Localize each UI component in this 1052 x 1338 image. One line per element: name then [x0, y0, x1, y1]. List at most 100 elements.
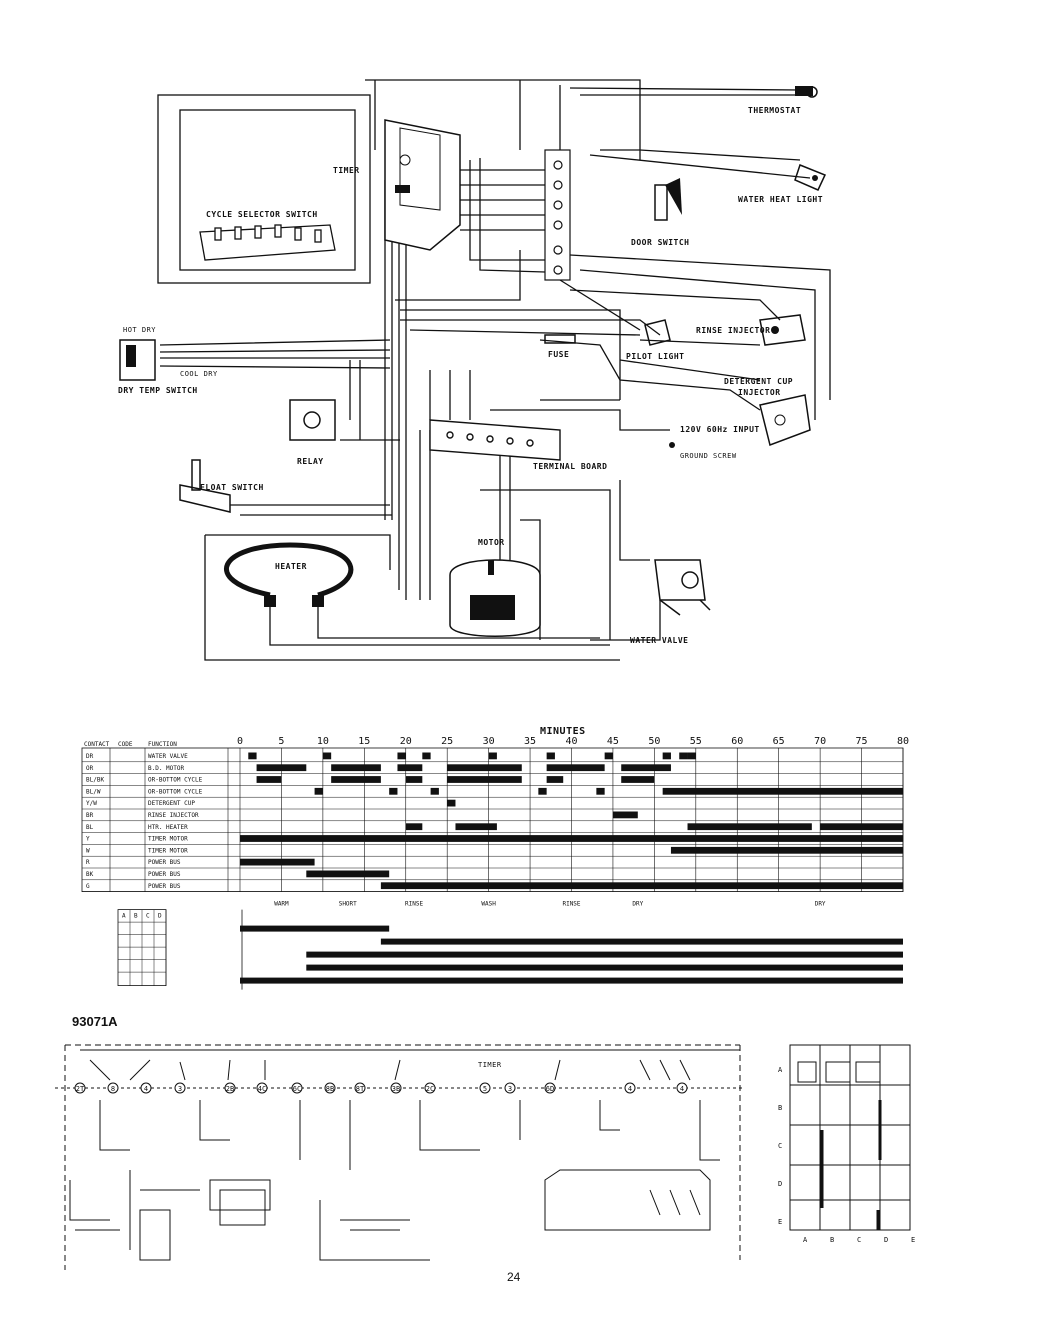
timing-bar [430, 787, 439, 795]
minute-tick-label: 15 [358, 736, 370, 747]
timing-header-cell: CODE [118, 741, 133, 748]
timing-bar [687, 752, 696, 760]
row-function-label: POWER BUS [148, 883, 181, 890]
relay-grid-col-label: D [884, 1236, 888, 1244]
schematic-node [224, 1082, 236, 1094]
cycle-name-label: SHORT [339, 901, 357, 908]
heater-label: HEATER [275, 562, 307, 571]
schematic-node [107, 1082, 119, 1094]
timing-header-cell: CONTACT [84, 741, 110, 748]
timing-bar [331, 764, 381, 772]
timing-bar [662, 787, 903, 795]
cycle-name-label: WASH [481, 901, 496, 908]
motor-component [449, 559, 541, 637]
relay-grid-row-label: E [778, 1218, 782, 1226]
schematic-node [479, 1082, 491, 1094]
schematic-node [174, 1082, 186, 1094]
timing-bar [405, 823, 423, 831]
cycle-selector-switch-component [199, 224, 336, 261]
row-code-label: BL/BK [86, 777, 104, 784]
cycle-table-header: C [146, 913, 150, 920]
minute-tick-label: 0 [237, 736, 243, 747]
relay-grid-row-label: D [778, 1180, 782, 1188]
minute-tick-label: 35 [524, 736, 536, 747]
minute-tick-label: 20 [400, 736, 412, 747]
row-function-label: B.D. MOTOR [148, 765, 185, 772]
timing-bar [621, 776, 655, 783]
row-code-label: R [86, 859, 90, 866]
timer-component [384, 119, 461, 251]
timing-bar [488, 752, 497, 760]
cycle-name-label: RINSE [405, 901, 423, 908]
timing-bar [397, 764, 423, 772]
cycle-name-label: DRY [632, 901, 643, 908]
row-function-label: WATER VALVE [148, 753, 188, 760]
timing-bar [612, 811, 638, 819]
row-code-label: BL/W [86, 788, 101, 795]
float-switch-component [179, 459, 231, 513]
timing-bar [596, 787, 605, 795]
minute-tick-label: 65 [773, 736, 785, 747]
detergent-injector-label: INJECTOR [738, 388, 781, 397]
cycle-bar [306, 951, 903, 958]
minute-tick-label: 75 [856, 736, 868, 747]
row-function-label: OR-BOTTOM CYCLE [148, 788, 203, 795]
timing-bar [248, 752, 257, 760]
schematic-node-label: 8T [356, 1085, 365, 1093]
schematic-node-label: 3 [178, 1085, 182, 1093]
water-valve-component [654, 559, 711, 616]
dry-temp-switch-label: DRY TEMP SWITCH [118, 386, 198, 395]
timing-bar [670, 846, 903, 854]
relay-label: RELAY [297, 457, 324, 466]
minute-tick-label: 30 [483, 736, 495, 747]
terminal-board-component [429, 419, 561, 461]
schematic-node [324, 1082, 336, 1094]
pilot-light-label: PILOT LIGHT [626, 352, 685, 361]
row-code-label: OR [86, 765, 94, 772]
relay-grid-col-label: B [830, 1236, 834, 1244]
water-heat-light-label: WATER HEAT LIGHT [738, 195, 824, 204]
timing-bar [256, 764, 307, 772]
ground-screw-label: GROUND SCREW [680, 452, 737, 460]
cycle-bar [240, 977, 903, 984]
minute-tick-label: 70 [814, 736, 826, 747]
relay-grid-row-label: B [778, 1104, 782, 1112]
schematic-node-label: 4C [258, 1085, 266, 1093]
timing-bar [546, 776, 564, 783]
relay-grid-col-label: E [911, 1236, 915, 1244]
hot-dry-label: HOT DRY [123, 326, 157, 334]
timing-bar [240, 858, 315, 866]
schematic-node [291, 1082, 303, 1094]
schematic-node [354, 1082, 366, 1094]
timing-bar [662, 752, 671, 760]
row-code-label: Y/W [86, 800, 97, 807]
timing-bar [405, 776, 423, 783]
schematic-node [676, 1082, 688, 1094]
timing-bar [447, 764, 522, 772]
schematic-node [424, 1082, 436, 1094]
timing-bar [306, 870, 390, 878]
timing-header-cell: FUNCTION [148, 741, 177, 748]
timing-bar [604, 752, 613, 760]
row-function-label: RINSE INJECTOR [148, 812, 199, 819]
row-code-label: G [86, 883, 90, 890]
timing-bar [256, 776, 282, 783]
timing-bar [455, 823, 497, 831]
timing-bar [687, 823, 812, 831]
thermostat-label: THERMOSTAT [748, 106, 802, 115]
row-function-label: TIMER MOTOR [148, 836, 188, 843]
rinse-injector-component [759, 314, 806, 346]
row-function-label: TIMER MOTOR [148, 847, 188, 854]
timing-bar [322, 752, 332, 760]
water-valve-label: WATER VALVE [630, 636, 689, 645]
timing-bar [621, 764, 671, 772]
door-switch-component [654, 178, 682, 221]
minute-tick-label: 60 [731, 736, 743, 747]
minute-tick-label: 45 [607, 736, 619, 747]
timing-bar [389, 787, 398, 795]
minute-tick-label: 5 [278, 736, 284, 747]
timing-bar [314, 787, 323, 795]
relay-grid-row-label: A [778, 1066, 783, 1074]
timing-bar [380, 882, 903, 890]
schematic-node-label: 3 [508, 1085, 512, 1093]
